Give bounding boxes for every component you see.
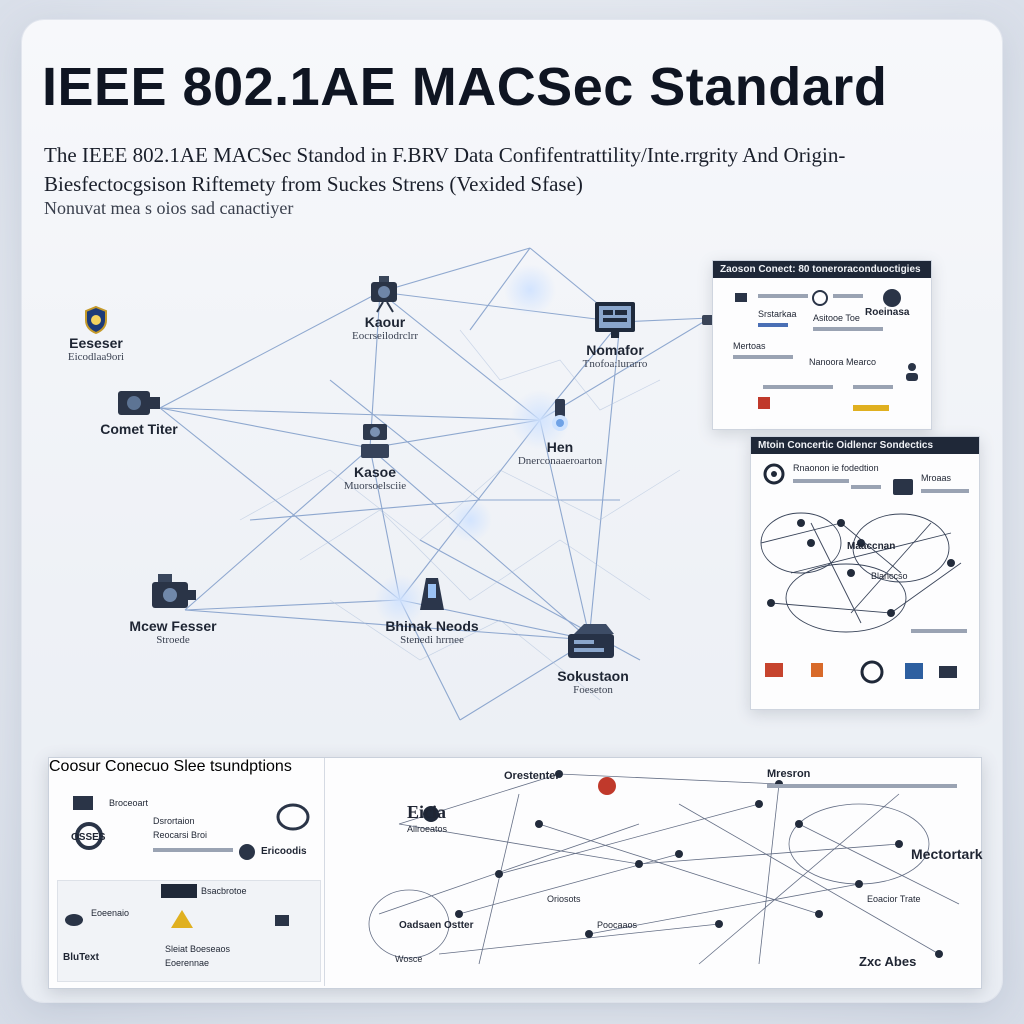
panel-connectivity-details: Mtoin Concertic Oidlencr Sondectics Rnao…	[750, 436, 980, 710]
subtitle-line-2: Biesfectocgsison Riftemety from Suckes S…	[44, 172, 583, 196]
subtitle-line-3: Nonuvat mea s oios sad canactiyer	[44, 198, 294, 218]
camera-icon	[152, 574, 196, 608]
bar	[813, 327, 883, 331]
panel-header: Coosur Conecuo Slee tsundptions	[49, 758, 292, 775]
node-kasoe[interactable]: Kasoe Muorsoelsciie	[335, 418, 415, 492]
panel-bottom-summary: Coosur Conecuo Slee tsundptions Broceoar…	[48, 757, 983, 989]
lamp-icon	[552, 399, 568, 431]
target-icon	[860, 660, 884, 684]
node-eeser[interactable]: Eeseser Eicodlaa9ori	[66, 305, 126, 363]
bar	[853, 385, 893, 389]
label-icon	[161, 884, 197, 898]
camera-icon	[371, 276, 397, 313]
bar	[793, 479, 849, 483]
camera-icon	[735, 293, 747, 302]
wide-network-map	[368, 770, 960, 965]
camera-icon	[939, 666, 957, 678]
node-mcew-fesser[interactable]: Mcew Fesser Stroede	[118, 572, 228, 646]
gear-icon	[75, 822, 103, 850]
node-sokustaon[interactable]: Sokustaon Foeseton	[548, 620, 638, 696]
bar	[733, 355, 793, 359]
clock-icon	[812, 290, 828, 306]
lock-icon	[275, 915, 289, 926]
warning-icon	[171, 910, 193, 928]
router-icon	[420, 578, 444, 610]
avatar-icon	[883, 289, 901, 307]
tag-icon	[765, 663, 783, 677]
cloud-icon	[65, 914, 83, 926]
user-icon	[906, 363, 918, 381]
camera-icon	[118, 391, 160, 415]
monitor-icon	[595, 302, 635, 338]
camera-icon	[73, 796, 93, 810]
screen-icon	[905, 663, 923, 679]
bar	[851, 485, 881, 489]
tag-icon	[811, 663, 823, 677]
bar	[911, 629, 967, 633]
mini-network-map	[760, 512, 962, 633]
device-icon	[893, 479, 913, 495]
bar	[153, 848, 233, 852]
bottom-left-section: Coosur Conecuo Slee tsundptions Broceoar…	[49, 758, 325, 986]
camera-icon	[361, 424, 389, 458]
bar	[853, 405, 889, 411]
bar	[758, 294, 808, 298]
target-icon	[763, 463, 785, 485]
bar	[921, 489, 969, 493]
tag-icon	[758, 397, 770, 409]
node-bhinak-neods[interactable]: Bhinak Neods Stenedi hrrnee	[372, 570, 492, 646]
node-hen[interactable]: Hen Dnerconaaeroarton	[510, 395, 610, 467]
globe-icon	[239, 844, 255, 860]
node-nomafor[interactable]: Nomafor Tnofoa:lurarro	[570, 298, 660, 370]
bar	[767, 784, 957, 788]
panel-header: Mtoin Concertic Oidlencr Sondectics	[751, 437, 979, 454]
subtitle-line-1: The IEEE 802.1AE MACSec Standod in F.BRV…	[44, 143, 846, 167]
server-icon	[568, 624, 614, 658]
badge-icon	[276, 803, 310, 831]
node-comet-titer[interactable]: Comet Titer	[94, 385, 184, 437]
node-kapur[interactable]: Kaour Eocrseilodrclrr	[345, 270, 425, 342]
page-title: IEEE 802.1AE MACSec Standard	[42, 57, 888, 117]
panel-header: Zaoson Conect: 80 toneroraconduoctigies	[713, 261, 931, 278]
shield-icon	[85, 305, 107, 335]
bar	[758, 323, 788, 327]
bar	[833, 294, 863, 298]
bar	[763, 385, 833, 389]
panel-connection-summary: Zaoson Conect: 80 toneroraconduoctigies …	[712, 260, 932, 430]
